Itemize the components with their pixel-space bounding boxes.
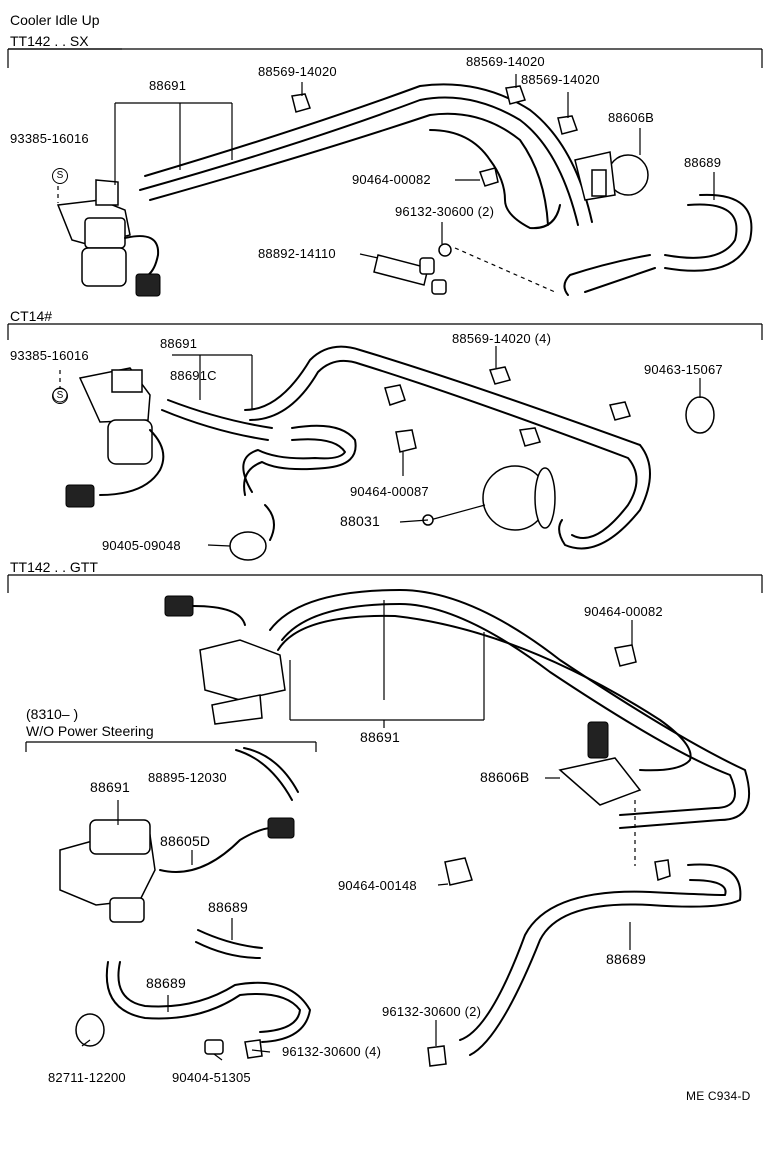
section-header-gtt: TT142 . . GTT xyxy=(10,559,98,575)
part-label: 88691 xyxy=(90,779,130,795)
part-label: 88691 xyxy=(149,78,187,93)
diagram-title: Cooler Idle Up xyxy=(10,12,100,28)
part-label: 88691 xyxy=(360,729,400,745)
section-sx-drawing xyxy=(56,74,753,297)
section-wops-drawing xyxy=(59,747,311,1061)
section-gtt-drawing xyxy=(164,589,750,1067)
part-label: 90405-09048 xyxy=(102,538,181,553)
part-label: 88606B xyxy=(608,110,655,125)
part-label: 90463-15067 xyxy=(644,362,723,377)
part-label: 88689 xyxy=(606,951,646,967)
part-label: 88691 xyxy=(160,336,198,351)
part-label: 82711-12200 xyxy=(48,1070,126,1085)
part-label: 93385-16016 xyxy=(10,348,89,363)
part-label: 88031 xyxy=(340,513,380,529)
part-label: 88691C xyxy=(170,368,217,383)
section-ct14-drawing xyxy=(52,345,715,561)
part-label: 96132-30600 (4) xyxy=(282,1044,382,1059)
service-marker-icon: S xyxy=(52,388,68,404)
section-frames xyxy=(7,48,763,752)
part-label: 88689 xyxy=(684,155,722,170)
part-label: 93385-16016 xyxy=(10,131,89,146)
part-label: 88895-12030 xyxy=(148,770,227,785)
part-label: 90404-51305 xyxy=(172,1070,251,1085)
part-label: 96132-30600 (2) xyxy=(395,204,495,219)
part-label: 88569-14020 xyxy=(258,64,337,79)
part-label: 88606B xyxy=(480,769,530,785)
part-label: 88689 xyxy=(146,975,186,991)
part-label: 90464-00082 xyxy=(584,604,663,619)
subsection-serial: (8310– ) xyxy=(26,706,79,722)
section-header-ct14: CT14# xyxy=(10,308,53,324)
part-label: 88569-14020 xyxy=(521,72,600,87)
part-label: 88569-14020 xyxy=(466,54,545,69)
part-label: 96132-30600 (2) xyxy=(382,1004,482,1019)
part-label: 90464-00148 xyxy=(338,878,417,893)
part-label: 88605D xyxy=(160,833,211,849)
part-label: 90464-00082 xyxy=(352,172,431,187)
catalog-code: ME C934-D xyxy=(686,1089,751,1103)
part-label: 88689 xyxy=(208,899,248,915)
section-header-sx: TT142 . . SX xyxy=(10,33,89,49)
service-marker-icon: S xyxy=(52,168,68,184)
subsection-title: W/O Power Steering xyxy=(26,723,154,739)
part-label: 90464-00087 xyxy=(350,484,429,499)
part-label: 88569-14020 (4) xyxy=(452,331,552,346)
part-label: 88892-14110 xyxy=(258,246,336,261)
